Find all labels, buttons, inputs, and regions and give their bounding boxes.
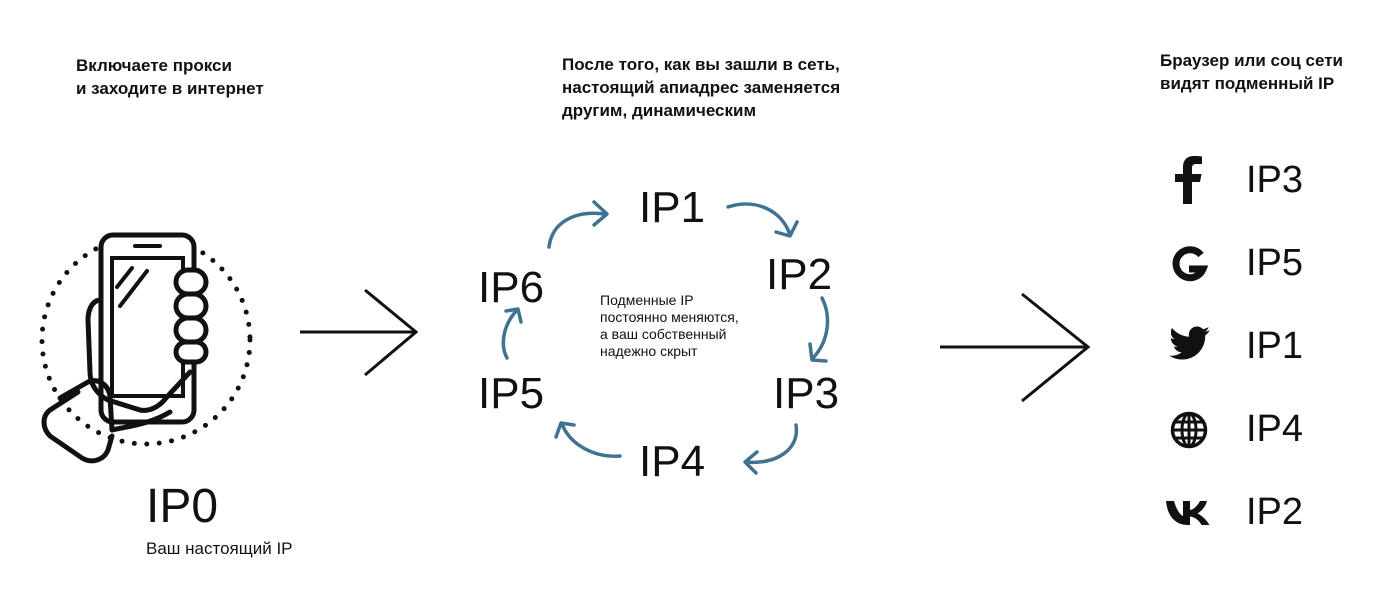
cycle-note-line: а ваш собственный	[600, 326, 727, 342]
real-ip-label: IP0	[146, 480, 219, 533]
right-heading-line: Браузер или соц сети	[1160, 51, 1343, 70]
real-ip-caption: Ваш настоящий IP	[146, 539, 293, 558]
curved-arrow-icon	[726, 202, 799, 238]
cycle-node: IP1	[639, 183, 706, 232]
left-heading-line: и заходите в интернет	[76, 79, 264, 98]
site-ip: IP4	[1246, 408, 1304, 450]
center-heading: После того, как вы зашли в сеть, настоящ…	[562, 53, 840, 122]
curved-arrow-icon	[554, 421, 622, 458]
globe-icon	[1170, 411, 1208, 449]
right-heading-line: видят подменный IP	[1160, 74, 1335, 93]
center-heading-line: другим, динамическим	[562, 101, 757, 120]
site-ip: IP1	[1246, 325, 1304, 367]
cycle-node: IP6	[478, 263, 545, 312]
curved-arrow-icon	[743, 423, 799, 475]
curved-arrow-icon	[501, 307, 523, 360]
left-heading-line: Включаете прокси	[76, 56, 232, 75]
cycle-note-line: надежно скрыт	[600, 343, 698, 359]
site-ip: IP5	[1246, 242, 1304, 284]
vk-icon	[1166, 501, 1210, 525]
twitter-icon	[1169, 326, 1210, 360]
cycle-node: IP2	[766, 250, 833, 299]
google-icon	[1172, 246, 1209, 282]
right-heading: Браузер или соц сети видят подменный IP	[1160, 49, 1343, 95]
site-ip: IP3	[1246, 159, 1304, 201]
curved-arrow-icon	[547, 200, 609, 249]
center-heading-line: После того, как вы зашли в сеть,	[562, 55, 840, 74]
center-heading-line: настоящий апиадрес заменяется	[562, 78, 841, 97]
facebook-icon	[1175, 156, 1202, 204]
cycle-note-line: Подменные IP	[600, 292, 694, 308]
site-ip: IP2	[1246, 491, 1304, 533]
cycle-node: IP5	[478, 369, 545, 418]
curved-arrow-icon	[808, 296, 830, 363]
cycle-node: IP4	[639, 437, 706, 486]
cycle-node: IP3	[773, 369, 840, 418]
cycle-note: Подменные IP постоянно меняются, а ваш с…	[600, 292, 739, 360]
cycle-note-line: постоянно меняются,	[600, 309, 739, 325]
left-heading: Включаете прокси и заходите в интернет	[76, 54, 264, 100]
